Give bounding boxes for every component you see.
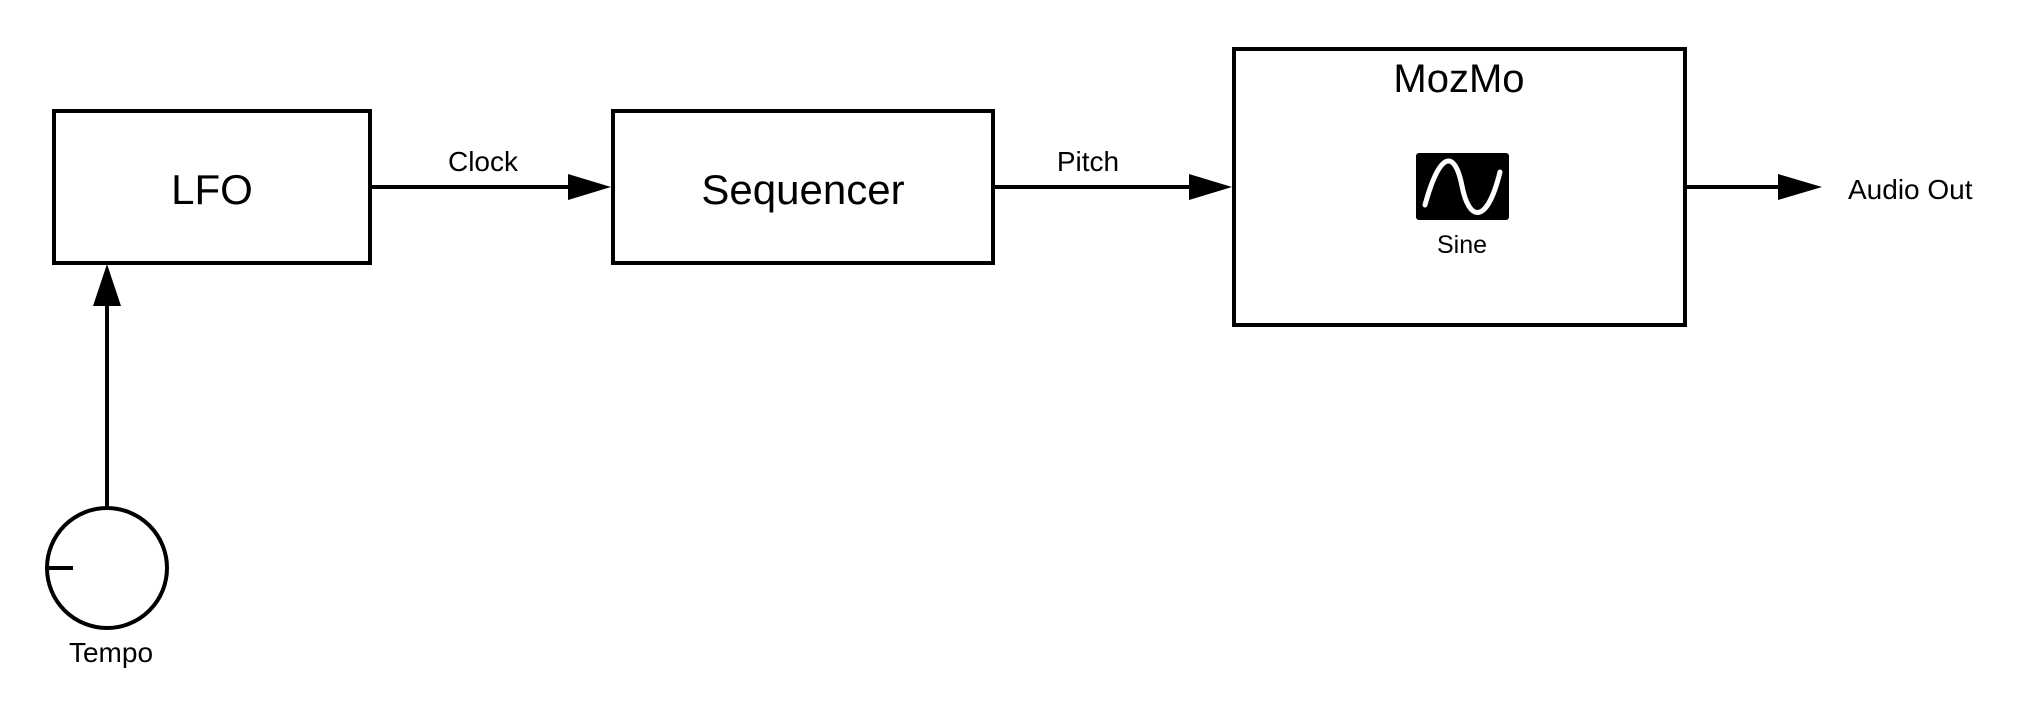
pitch-connection: Pitch [993, 146, 1232, 200]
sine-wave-icon [1416, 153, 1509, 220]
audio-out-label: Audio Out [1848, 174, 1973, 205]
waveform-label: Sine [1437, 231, 1487, 259]
sequencer-node: Sequencer [611, 109, 995, 265]
lfo-label: LFO [171, 166, 253, 213]
mozmo-node: MozMo Sine [1232, 47, 1687, 327]
tempo-connection [93, 264, 121, 508]
tempo-arrowhead [93, 264, 121, 306]
pitch-label: Pitch [1057, 146, 1119, 177]
sequencer-label: Sequencer [701, 166, 904, 213]
audio-out-connection: Audio Out [1685, 174, 1973, 205]
clock-label: Clock [448, 146, 519, 177]
clock-arrowhead [568, 174, 611, 200]
clock-connection: Clock [370, 146, 611, 200]
mozmo-title: MozMo [1393, 57, 1524, 101]
lfo-node: LFO [52, 109, 372, 265]
pitch-arrowhead [1189, 174, 1232, 200]
audio-out-arrowhead [1778, 174, 1822, 200]
tempo-label: Tempo [69, 637, 153, 668]
tempo-knob[interactable] [45, 506, 169, 630]
